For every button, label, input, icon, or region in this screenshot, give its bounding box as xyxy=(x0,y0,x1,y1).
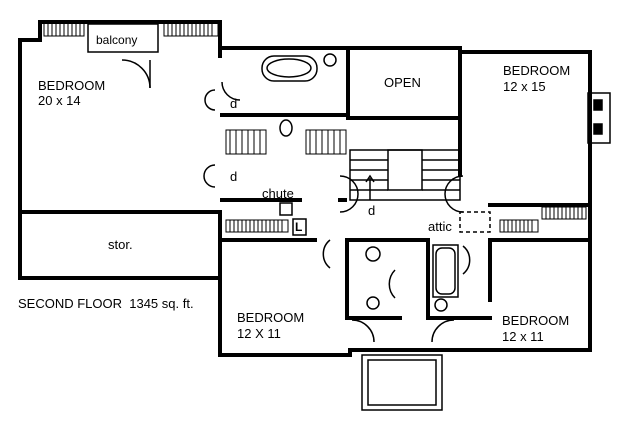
chute-box xyxy=(279,202,293,216)
chute-label: chute xyxy=(262,186,294,201)
balcony-rail xyxy=(87,23,159,53)
bedroom-ne-name: BEDROOM xyxy=(503,63,571,78)
closet-shelf-top-left xyxy=(43,21,85,37)
wall-main-top xyxy=(218,46,462,54)
bedroom-ne-size: 12 x 15 xyxy=(503,79,546,94)
storage-label: stor. xyxy=(108,237,133,252)
bedroom-sw-size: 12 X 11 xyxy=(237,326,281,341)
bedroom-se-size: 12 x 11 xyxy=(502,329,544,344)
closet-label-3: d xyxy=(368,203,376,218)
closet-shelf-sw xyxy=(225,219,289,233)
wall-left-top xyxy=(38,20,222,58)
porch xyxy=(361,354,443,411)
balcony-label: balcony xyxy=(96,33,138,47)
wall-sw-bottom xyxy=(218,348,352,357)
attic-hatch xyxy=(459,211,491,233)
tub-right xyxy=(432,244,459,298)
wall-ne-block xyxy=(458,50,592,242)
closet-label-2: d xyxy=(230,169,238,184)
attic-label: attic xyxy=(428,219,452,234)
closet-shelf-mid-right xyxy=(305,129,347,155)
closet-shelf-top-right xyxy=(163,21,219,37)
tub-top xyxy=(261,55,318,82)
closet-label-1: d xyxy=(230,96,238,111)
wall-left-block xyxy=(18,20,222,214)
floor-caption: SECOND FLOOR 1345 sq. ft. xyxy=(18,296,194,311)
chimney xyxy=(587,92,611,144)
bedroom-sw-name: BEDROOM xyxy=(237,310,305,325)
bedroom-se-name: BEDROOM xyxy=(502,313,570,328)
stair xyxy=(349,149,461,201)
bedroom-nw-size: 20 x 14 xyxy=(38,93,81,108)
open-label: OPEN xyxy=(384,75,421,90)
closet-shelf-se xyxy=(541,206,587,220)
laundry-label: L xyxy=(295,220,303,234)
wall-se xyxy=(348,238,592,352)
laundry-box xyxy=(292,218,307,236)
bedroom-nw-name: BEDROOM xyxy=(38,78,106,93)
closet-shelf-se2 xyxy=(499,219,539,233)
closet-shelf-mid-left xyxy=(225,129,267,155)
